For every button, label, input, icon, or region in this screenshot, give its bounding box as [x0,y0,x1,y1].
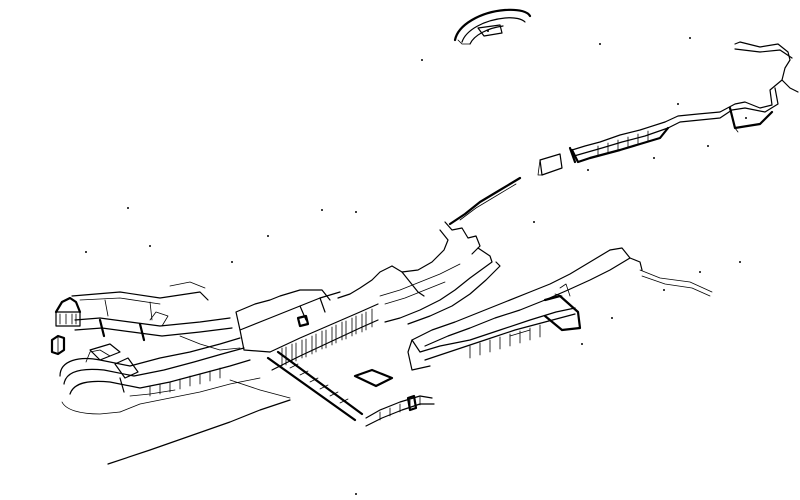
central-fortress [239,247,501,371]
ground-lines [107,329,531,465]
wall-chain-top-right [537,41,799,176]
upper-left-platform [71,281,331,361]
diagonal-stair [266,350,364,422]
left-promontory [59,337,261,415]
left-tower [50,296,82,356]
lower-blocks [353,368,435,427]
curved-fragment-top [453,8,532,45]
diagonal-wall-mid [391,176,522,273]
east-wing [407,247,713,371]
scattered-dots [85,30,747,495]
